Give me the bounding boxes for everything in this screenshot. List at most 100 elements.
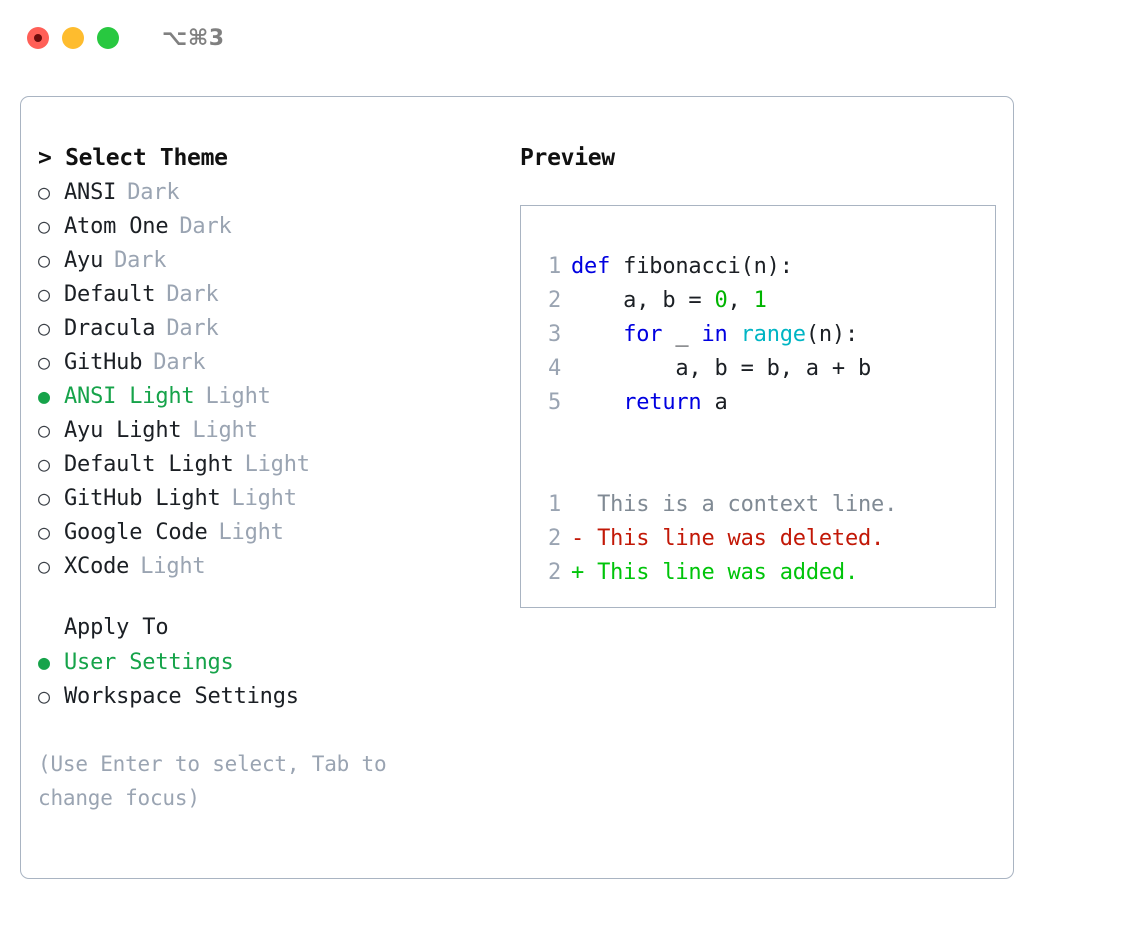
radio-unselected-icon: ○: [38, 248, 50, 272]
code-token: in: [701, 322, 728, 347]
close-button[interactable]: [27, 27, 49, 49]
code-token: a, b =: [571, 288, 715, 313]
line-number: 2: [547, 288, 561, 313]
theme-list-item-google-code[interactable]: ○ Google Code Light: [38, 515, 506, 549]
minimize-button[interactable]: [62, 27, 84, 49]
title-bar: ⌥⌘3: [0, 0, 1140, 76]
theme-list-item-ansi-dark[interactable]: ○ ANSI Dark: [38, 175, 506, 209]
radio-unselected-icon: ○: [38, 554, 50, 578]
theme-list-item-github-dark[interactable]: ○ GitHub Dark: [38, 345, 506, 379]
code-token: 0: [714, 288, 728, 313]
theme-name: Default Light: [64, 452, 234, 477]
preview-heading: Preview: [520, 145, 615, 171]
select-theme-heading: > Select Theme: [38, 145, 228, 171]
code-token: def: [571, 254, 611, 279]
radio-unselected-icon: ○: [38, 486, 50, 510]
apply-to-option-user-settings[interactable]: ● User Settings: [38, 645, 506, 679]
diff-line-added: 2 + This line was added.: [521, 556, 995, 590]
preview-pane: Preview 1 def fibonacci(n): 2 a, b = 0, …: [506, 141, 1013, 815]
apply-to-label: User Settings: [64, 650, 234, 675]
diff-marker: [571, 488, 597, 522]
code-content: a, b = 0, 1: [571, 284, 767, 318]
theme-list[interactable]: ○ ANSI Dark ○ Atom One Dark ○ Ayu Dark: [38, 175, 506, 583]
radio-unselected-icon: ○: [38, 684, 50, 708]
line-number: 3: [547, 322, 561, 347]
code-token: range: [740, 322, 806, 347]
close-icon: [34, 34, 42, 42]
code-blank-line: [521, 454, 995, 488]
code-line: 4 a, b = b, a + b: [521, 352, 995, 386]
radio-unselected-icon: ○: [38, 214, 50, 238]
theme-kind: Dark: [153, 350, 206, 375]
apply-to-heading: Apply To: [64, 615, 169, 640]
theme-name: Ayu Light: [64, 418, 182, 443]
code-content: for _ in range(n):: [571, 318, 858, 352]
apply-to-option-workspace-settings[interactable]: ○ Workspace Settings: [38, 679, 506, 713]
radio-unselected-icon: ○: [38, 418, 50, 442]
code-line: 1 def fibonacci(n):: [521, 250, 995, 284]
diff-marker: -: [571, 526, 598, 551]
traffic-lights: [27, 27, 119, 49]
code-token: fibonacci(n):: [610, 254, 793, 279]
line-number: 1: [547, 492, 561, 517]
diff-line-context: 1 This is a context line.: [521, 488, 995, 522]
theme-list-item-xcode-light[interactable]: ○ XCode Light: [38, 549, 506, 583]
code-token: 1: [753, 288, 767, 313]
code-token: [571, 390, 623, 415]
line-number: 5: [547, 390, 561, 415]
diff-text: This line was deleted.: [597, 526, 885, 551]
apply-to-label: Workspace Settings: [64, 684, 299, 709]
theme-name: Ayu: [64, 248, 104, 273]
code-blank-line: [521, 420, 995, 454]
theme-kind: Dark: [179, 214, 232, 239]
radio-unselected-icon: ○: [38, 282, 50, 306]
theme-kind: Light: [231, 486, 297, 511]
code-token: return: [623, 390, 702, 415]
theme-list-item-ayu-light[interactable]: ○ Ayu Light Light: [38, 413, 506, 447]
preview-code-box: 1 def fibonacci(n): 2 a, b = 0, 1 3 for …: [520, 205, 996, 608]
theme-kind: Dark: [114, 248, 167, 273]
radio-unselected-icon: ○: [38, 316, 50, 340]
theme-name: GitHub Light: [64, 486, 221, 511]
radio-selected-icon: ●: [38, 384, 50, 408]
radio-selected-icon: ●: [38, 650, 50, 674]
diff-text: This line was added.: [597, 560, 858, 585]
theme-name: Atom One: [64, 214, 169, 239]
theme-name: Dracula: [64, 316, 156, 341]
apply-to-group: Apply To ● User Settings ○ Workspace Set…: [38, 611, 506, 713]
theme-list-item-ayu-dark[interactable]: ○ Ayu Dark: [38, 243, 506, 277]
theme-kind: Light: [205, 384, 271, 409]
keyboard-hint-text: (Use Enter to select, Tab to change focu…: [38, 752, 387, 810]
theme-kind: Light: [244, 452, 310, 477]
code-token: [728, 322, 741, 347]
code-token: _: [662, 322, 702, 347]
theme-kind: Light: [218, 520, 284, 545]
main-panel: > Select Theme ○ ANSI Dark ○ Atom One Da…: [20, 96, 1014, 879]
code-token: [571, 322, 623, 347]
theme-list-item-default-light[interactable]: ○ Default Light Light: [38, 447, 506, 481]
theme-kind: Light: [140, 554, 206, 579]
code-line: 5 return a: [521, 386, 995, 420]
theme-selector-pane: > Select Theme ○ ANSI Dark ○ Atom One Da…: [38, 141, 506, 815]
theme-list-item-dracula-dark[interactable]: ○ Dracula Dark: [38, 311, 506, 345]
diff-line-deleted: 2 - This line was deleted.: [521, 522, 995, 556]
code-token: ,: [727, 288, 754, 313]
keyboard-shortcut-label: ⌥⌘3: [162, 25, 225, 51]
radio-unselected-icon: ○: [38, 350, 50, 374]
theme-name: ANSI: [64, 180, 117, 205]
theme-name: XCode: [64, 554, 130, 579]
line-number: 1: [547, 254, 561, 279]
code-line: 2 a, b = 0, 1: [521, 284, 995, 318]
line-number: 4: [547, 356, 561, 381]
theme-kind: Light: [192, 418, 258, 443]
theme-list-item-ansi-light[interactable]: ● ANSI Light Light: [38, 379, 506, 413]
maximize-button[interactable]: [97, 27, 119, 49]
theme-list-item-atom-one-dark[interactable]: ○ Atom One Dark: [38, 209, 506, 243]
line-number: 2: [547, 560, 561, 585]
theme-list-item-default-dark[interactable]: ○ Default Dark: [38, 277, 506, 311]
theme-list-item-github-light[interactable]: ○ GitHub Light Light: [38, 481, 506, 515]
theme-name: ANSI Light: [64, 384, 195, 409]
code-token: for: [623, 322, 663, 347]
theme-name: Google Code: [64, 520, 208, 545]
theme-name: GitHub: [64, 350, 143, 375]
